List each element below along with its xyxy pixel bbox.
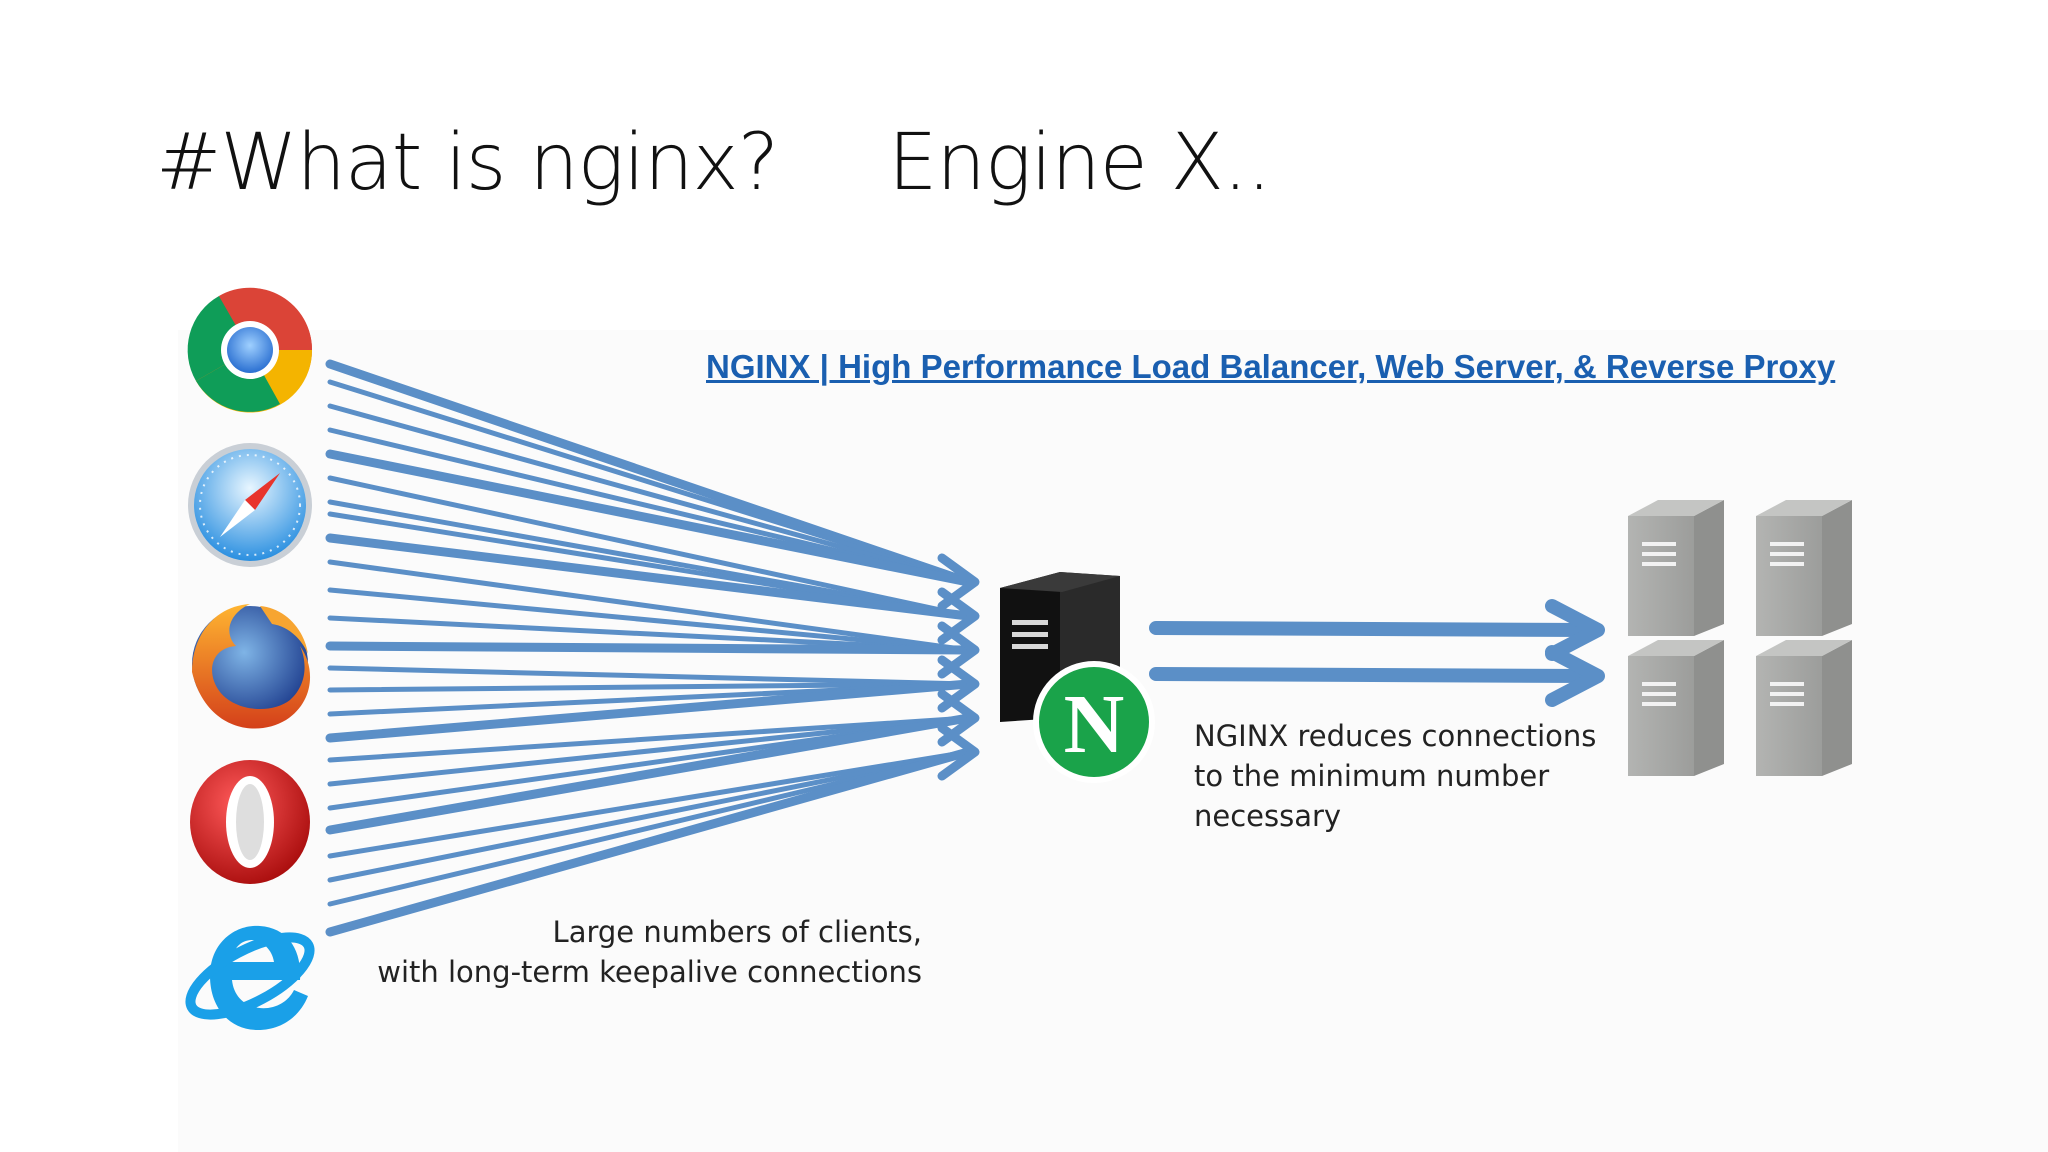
client-connection-line [327, 715, 971, 763]
convergence-arrowheads [937, 553, 980, 781]
backend-server-icon [1628, 500, 1724, 636]
slide-title: #What is nginx? Engine X.. [156, 118, 1272, 208]
client-connection-line [325, 359, 973, 587]
client-connection-line [327, 665, 971, 687]
client-connection-line [327, 615, 971, 653]
client-connection-lines [325, 359, 973, 937]
clients-caption-line-1: Large numbers of clients, [552, 915, 922, 949]
nginx-caption-line-1: NGINX reduces connections [1194, 719, 1597, 753]
backend-arrowhead-top [1545, 599, 1605, 661]
backend-servers [1628, 500, 1852, 776]
firefox-icon [192, 604, 311, 729]
backend-server-icon [1756, 640, 1852, 776]
internet-explorer-icon [185, 925, 315, 1030]
backend-arrow-line-bottom [1149, 667, 1597, 683]
title-part-1: #What is nginx? [156, 118, 779, 208]
backend-server-icon [1628, 640, 1724, 776]
client-connection-line [325, 533, 973, 621]
opera-icon [190, 760, 310, 884]
nginx-caption-line-2: to the minimum number [1194, 759, 1550, 793]
client-connection-line [327, 403, 971, 585]
clients-caption-line-2: with long-term keepalive connections [377, 955, 922, 989]
client-connection-line [325, 713, 973, 835]
backend-arrows [1149, 599, 1605, 707]
client-connection-line [327, 715, 971, 787]
nginx-logo-letter: N [1064, 678, 1125, 771]
client-connection-line [325, 449, 973, 587]
nginx-logo-badge: N [1033, 661, 1155, 783]
client-connection-line [327, 749, 971, 859]
arrowhead [937, 723, 980, 781]
clients-caption: Large numbers of clients, with long-term… [330, 912, 922, 992]
client-connection-line [325, 679, 973, 743]
backend-server-icon [1756, 500, 1852, 636]
chrome-icon [187, 287, 313, 413]
nginx-caption: NGINX reduces connections to the minimum… [1194, 716, 1596, 836]
backend-arrowhead-bottom [1545, 645, 1605, 707]
safari-icon [188, 443, 312, 567]
backend-arrow-line-top [1149, 621, 1597, 637]
nginx-caption-line-3: necessary [1194, 799, 1342, 833]
client-connection-line [327, 587, 971, 653]
title-part-2: Engine X.. [888, 118, 1271, 208]
client-connection-line [327, 559, 971, 653]
client-connection-line [327, 475, 971, 619]
client-connection-line [327, 379, 971, 585]
client-connection-line [327, 681, 971, 693]
client-connection-line [325, 747, 973, 937]
client-connection-line [327, 749, 971, 883]
nginx-website-link[interactable]: NGINX | High Performance Load Balancer, … [706, 348, 1836, 385]
client-connection-line [325, 641, 973, 655]
